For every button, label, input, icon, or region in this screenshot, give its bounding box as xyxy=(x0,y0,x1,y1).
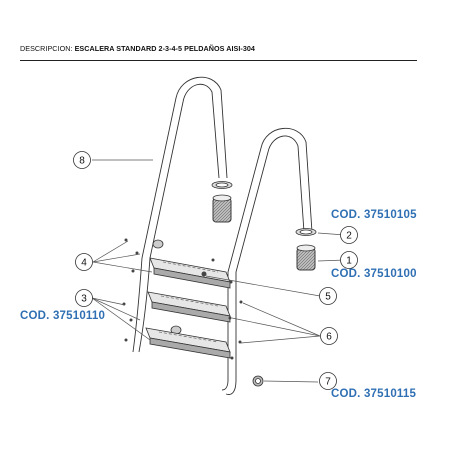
end-cap xyxy=(252,375,264,387)
step-2 xyxy=(147,291,231,335)
callout-3: 3 xyxy=(75,289,93,307)
description-header: DESCRIPCION: ESCALERA STANDARD 2-3-4-5 P… xyxy=(20,44,255,53)
description-label: DESCRIPCION: xyxy=(20,44,75,53)
code-anchor-bottom: COD. 37510100 xyxy=(331,268,417,280)
svg-text:6: 6 xyxy=(326,332,332,343)
svg-text:2: 2 xyxy=(346,231,352,242)
leader-lines xyxy=(91,159,346,383)
screws xyxy=(122,238,243,360)
callout-4: 4 xyxy=(75,253,93,271)
description-title: ESCALERA STANDARD 2-3-4-5 PELDAÑOS AISI-… xyxy=(74,44,255,53)
callout-1: 1 xyxy=(340,251,358,269)
svg-text:8: 8 xyxy=(79,156,85,167)
left-anchor-sleeve xyxy=(211,181,233,223)
step-3 xyxy=(145,327,231,359)
callout-8: 8 xyxy=(73,151,91,169)
header-rule xyxy=(20,60,417,61)
svg-text:1: 1 xyxy=(346,256,352,267)
code-anchor-top: COD. 37510105 xyxy=(331,209,417,221)
svg-text:3: 3 xyxy=(81,294,87,305)
step-1 xyxy=(149,239,231,289)
callout-6: 6 xyxy=(320,327,338,345)
right-handrail xyxy=(221,127,313,395)
callout-7: 7 xyxy=(319,372,337,390)
code-step: COD. 37510110 xyxy=(20,310,106,322)
callout-2: 2 xyxy=(340,226,358,244)
right-anchor-sleeve xyxy=(295,228,317,271)
svg-text:4: 4 xyxy=(81,258,87,269)
callout-5: 5 xyxy=(319,287,337,305)
svg-text:7: 7 xyxy=(325,377,331,388)
svg-text:5: 5 xyxy=(325,292,331,303)
code-end-cap: COD. 37510115 xyxy=(331,388,417,400)
